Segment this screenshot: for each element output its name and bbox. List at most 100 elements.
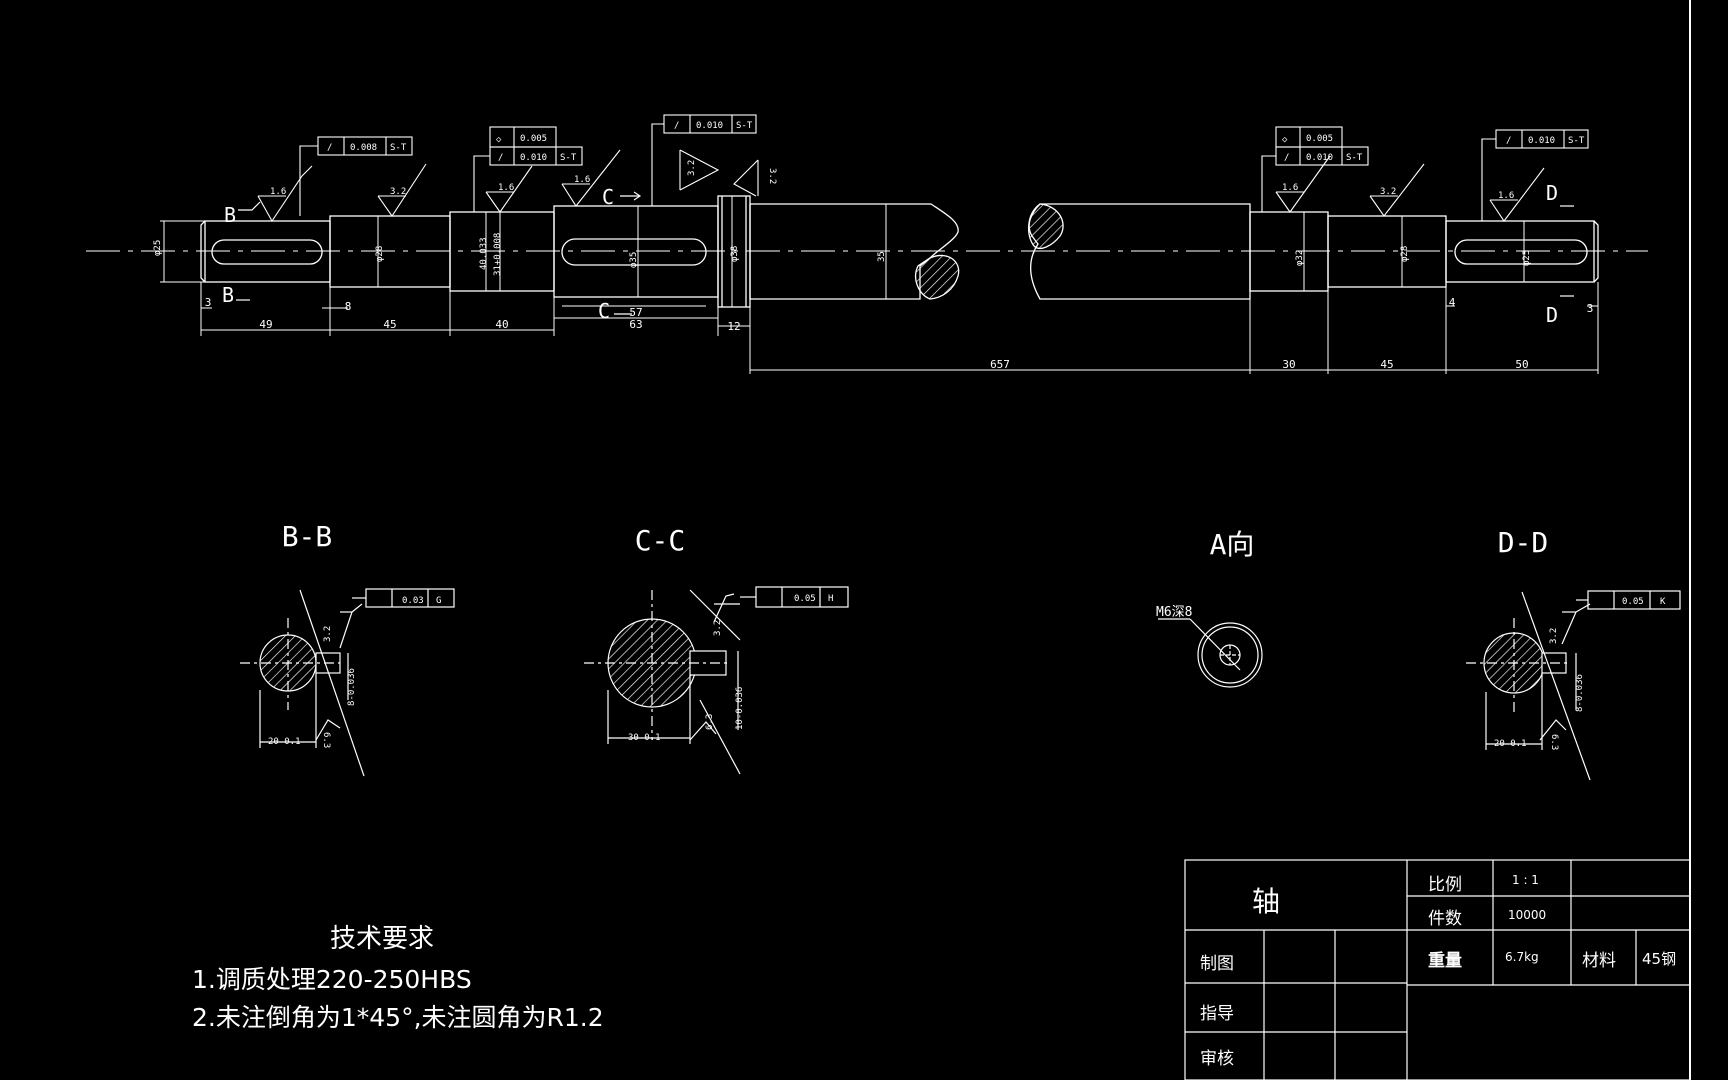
requirements-line-1: 1.调质处理220-250HBS (192, 965, 472, 994)
svg-text:0.005: 0.005 (1306, 134, 1333, 144)
keyway-middle (561, 238, 707, 266)
dim-d-tol2: 31+0.008 (493, 233, 503, 276)
svg-text:8-0.036: 8-0.036 (1575, 674, 1585, 712)
section-mark-c-bottom: C (598, 299, 610, 323)
svg-text:3.2: 3.2 (1549, 628, 1559, 644)
requirements-title: 技术要求 (330, 924, 435, 954)
svg-text:6.3: 6.3 (1549, 734, 1559, 750)
shaft-segment-left-end (200, 220, 206, 283)
svg-text:0.005: 0.005 (520, 134, 547, 144)
svg-text:/: / (498, 153, 503, 163)
section-dd-text: 0.05 K 3.2 6.3 20-0.1 8-0.036 (1494, 597, 1666, 750)
length-labels: 49 45 40 63 57 12 657 30 45 50 3 8 4 3 (205, 296, 1594, 371)
svg-text:0.010: 0.010 (696, 121, 723, 131)
dim-l1: 49 (259, 318, 272, 331)
svg-text:3.2: 3.2 (323, 626, 333, 642)
shaft-segment-r3 (1445, 220, 1595, 283)
view-label-cc: C-C (635, 524, 686, 557)
dim-d-right: φ25 (1522, 250, 1532, 266)
dim-l2: 45 (383, 318, 396, 331)
scale-label: 比例 (1428, 875, 1462, 895)
diameter-dimensions (160, 196, 1525, 307)
view-label-a: A向 (1210, 528, 1255, 561)
section-mark-c-top: C (602, 185, 614, 209)
section-bb-text: 0.03 G 3.2 6.3 20-0.1 8-0.036 (268, 596, 441, 748)
dim-l4b: 57 (629, 306, 642, 319)
svg-text:1.6: 1.6 (1282, 183, 1298, 193)
svg-text:3.2: 3.2 (687, 160, 697, 176)
keyway-left (211, 239, 323, 265)
dim-l-long: 657 (990, 358, 1010, 371)
qty-label: 件数 (1428, 909, 1462, 929)
dim-l6: 30 (1282, 358, 1295, 371)
tolerance-frames-main (299, 114, 1589, 221)
svg-text:0.03: 0.03 (402, 596, 424, 606)
section-cc (584, 586, 849, 775)
roughness-symbols-main (257, 149, 1545, 223)
dim-c-key1: 8 (345, 300, 352, 313)
qty-value: 10000 (1508, 908, 1547, 922)
svg-text:0.008: 0.008 (350, 143, 377, 153)
dim-l4: 63 (629, 318, 642, 331)
svg-text:S-T: S-T (1568, 136, 1585, 146)
length-dimension-lines (200, 282, 1599, 374)
svg-text:/: / (1506, 136, 1511, 146)
dim-l5: 12 (727, 320, 740, 333)
svg-text:1.6: 1.6 (498, 183, 514, 193)
svg-text:1.6: 1.6 (1498, 191, 1514, 201)
roughness-text-main: 1.6 3.2 1.6 1.6 3.2 3.2 1.6 3.2 1.6 (270, 160, 1514, 201)
drawn-label: 制图 (1200, 954, 1234, 974)
part-name: 轴 (1252, 885, 1281, 918)
section-mark-d-top: D (1546, 181, 1558, 205)
svg-text:S-T: S-T (560, 153, 577, 163)
view-a (1158, 618, 1263, 688)
view-a-thread: M6深8 (1156, 605, 1192, 620)
section-mark-b-bottom: B (222, 283, 234, 307)
view-label-bb: B-B (282, 520, 333, 553)
svg-text:6.3: 6.3 (321, 732, 331, 748)
dim-l8: 50 (1515, 358, 1528, 371)
section-markers: B B C C D D (222, 181, 1558, 327)
dim-c-right-end: 3 (1587, 302, 1594, 315)
svg-text:/: / (1284, 153, 1289, 163)
section-cc-text: 0.05 H 3.2 6.3 30-0.1 10-0.036 (628, 594, 833, 743)
svg-text:20-0.1: 20-0.1 (268, 737, 301, 747)
section-mark-d-bottom: D (1546, 303, 1558, 327)
svg-text:1.6: 1.6 (574, 175, 590, 185)
view-label-dd: D-D (1498, 526, 1549, 559)
dim-d1: φ28 (375, 246, 385, 262)
guide-label: 指导 (1200, 1004, 1234, 1024)
title-block-grid (1184, 859, 1691, 1080)
weight-label: 重量 (1428, 951, 1462, 971)
material-value: 45钢 (1642, 950, 1677, 968)
dim-d4: φ38 (730, 246, 740, 262)
keyway-right (1454, 239, 1588, 265)
svg-text:6.3: 6.3 (705, 714, 715, 730)
dim-c-right: 4 (1449, 296, 1456, 309)
svg-text:3.2: 3.2 (713, 620, 723, 636)
svg-text:0.010: 0.010 (1528, 136, 1555, 146)
dim-l3: 40 (495, 318, 508, 331)
section-dd (1466, 590, 1681, 781)
svg-text:◇: ◇ (1282, 135, 1288, 145)
svg-text:10-0.036: 10-0.036 (735, 687, 745, 730)
section-arrows (236, 191, 1574, 315)
check-label: 审核 (1200, 1049, 1234, 1069)
svg-text:1.6: 1.6 (270, 187, 286, 197)
weight-value: 6.7kg (1505, 950, 1539, 964)
dim-l7: 45 (1380, 358, 1393, 371)
dim-d-mid: 35 (877, 251, 887, 262)
shaft-main-view (86, 195, 1648, 308)
dim-c-left: 3 (205, 296, 212, 309)
shaft-segment-right-end (1593, 220, 1599, 283)
section-mark-b-top: B (224, 203, 236, 227)
svg-text:8-0.036: 8-0.036 (347, 668, 357, 706)
svg-text:0.010: 0.010 (520, 153, 547, 163)
svg-text:S-T: S-T (390, 143, 407, 153)
svg-text:G: G (436, 596, 441, 606)
dim-d-r2: φ28 (1400, 246, 1410, 262)
svg-text:30-0.1: 30-0.1 (628, 733, 661, 743)
dim-d3: φ35 (629, 252, 639, 268)
dim-d-tol1: 40.033 (479, 237, 489, 270)
